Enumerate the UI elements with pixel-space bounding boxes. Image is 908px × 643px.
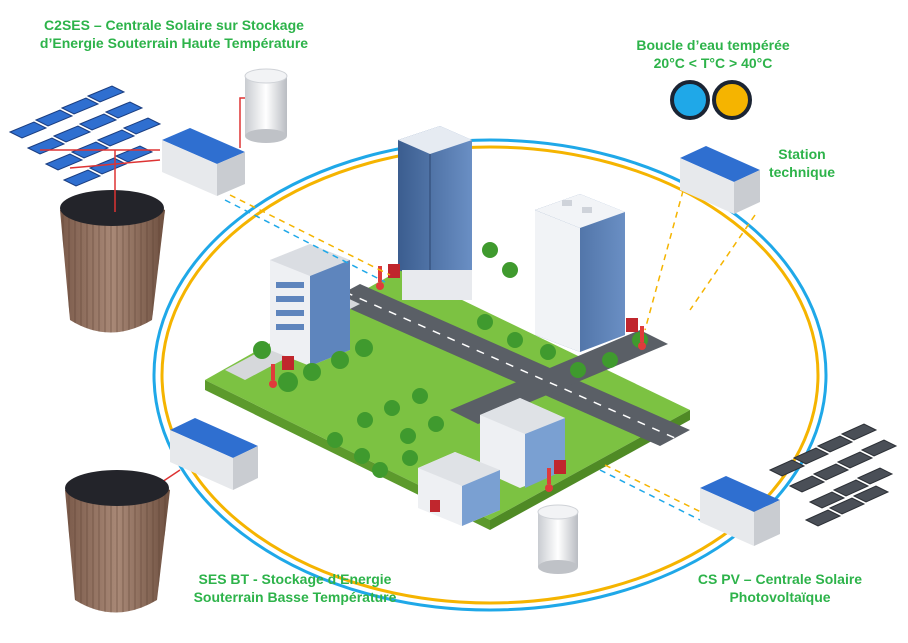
thermometer-icon	[269, 266, 646, 492]
solar-panel-array-icon	[8, 85, 162, 187]
container-unit-icon	[162, 128, 245, 196]
label-c2ses-line2: d’Energie Souterrain Haute Température	[39, 35, 309, 51]
container-unit-icon	[700, 476, 780, 546]
label-cs-pv: CS PV – Centrale Solaire Photovoltaïque	[670, 570, 890, 606]
low-building-icon	[480, 398, 565, 488]
label-water-loop-line2: 20°C < T°C > 40°C	[653, 55, 773, 71]
office-building-icon	[270, 244, 350, 366]
water-loop	[152, 138, 828, 612]
container-unit-icon	[680, 146, 760, 214]
container-unit-icon	[149, 418, 258, 491]
solar-panel-array-icon	[768, 423, 898, 527]
tree-icon	[253, 242, 648, 478]
heat-pump-icon	[282, 264, 638, 512]
water-tank-icon	[537, 504, 579, 574]
underground-storage-icon	[60, 150, 165, 333]
loop-connections	[224, 179, 756, 521]
water-tank-icon	[239, 68, 288, 148]
label-station-line1: Station	[778, 146, 826, 162]
label-ses-bt: SES BT - Stockage d’Energie Souterrain B…	[150, 570, 440, 606]
office-tower-icon	[535, 194, 625, 352]
label-cs-pv-line2: Photovoltaïque	[729, 589, 831, 605]
label-ses-bt-line1: SES BT - Stockage d’Energie	[198, 571, 392, 587]
office-tower-icon	[398, 126, 472, 300]
label-water-loop: Boucle d’eau tempérée 20°C < T°C > 40°C	[598, 36, 828, 72]
label-c2ses-line1: C2SES – Centrale Solaire sur Stockage	[44, 17, 304, 33]
label-c2ses: C2SES – Centrale Solaire sur Stockage d’…	[14, 16, 334, 52]
label-ses-bt-line2: Souterrain Basse Température	[193, 589, 397, 605]
loop-indicator-icon	[670, 80, 752, 120]
label-water-loop-line1: Boucle d’eau tempérée	[636, 37, 790, 53]
label-cs-pv-line1: CS PV – Centrale Solaire	[697, 571, 863, 587]
label-station-line2: technique	[768, 164, 836, 180]
underground-storage-icon	[65, 470, 170, 613]
label-station-technique: Station technique	[752, 145, 852, 181]
